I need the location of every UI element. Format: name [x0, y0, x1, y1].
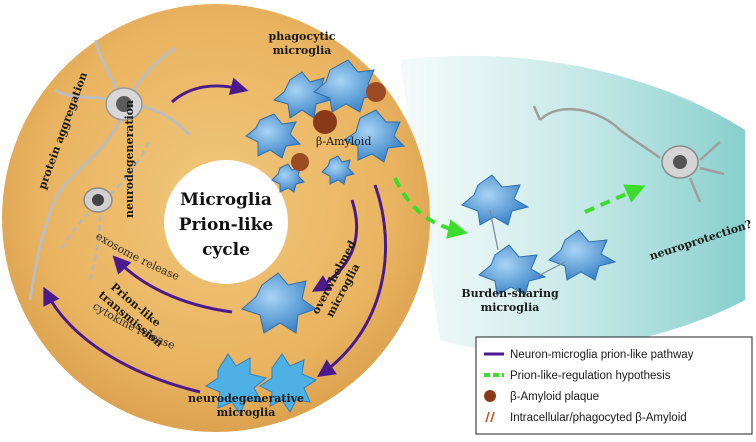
center-title-line3: cycle: [202, 240, 250, 260]
legend-label: Prion-like-regulation hypothesis: [510, 370, 671, 382]
legend: Neuron-microglia prion-like pathwayPrion…: [475, 336, 753, 435]
arrow-to-phagocytic: [171, 77, 249, 104]
legend-items: Neuron-microglia prion-like pathwayPrion…: [484, 349, 694, 424]
phagocytic-microglia-cells: [245, 59, 406, 193]
neuron-degenerating-nucleus: [92, 194, 104, 206]
center-circle: [164, 160, 288, 284]
arrow-to-overwhelmed: [311, 199, 359, 292]
label-neurodegenerative-line2: microglia: [217, 406, 276, 419]
neuron-right: [532, 105, 725, 203]
center-title-line1: Microglia: [180, 190, 272, 210]
legend-fibril-icon: [485, 411, 495, 423]
neuron-right-nucleus: [673, 155, 687, 169]
label-burden-sharing-line2: microglia: [481, 301, 540, 314]
beta-amyloid-plaques: [291, 82, 386, 171]
prion-pathway-arrows: [43, 77, 388, 394]
legend-label: β-Amyloid plaque: [510, 391, 599, 403]
neuroprotection-cone: [400, 55, 745, 352]
arrow-cytokine: [43, 286, 201, 394]
label-phagocytic-line2: microglia: [273, 44, 332, 57]
label-neurodegeneration: neurodegeneration: [123, 100, 136, 218]
label-beta-amyloid: β-Amyloid: [316, 135, 371, 148]
legend-box: [475, 336, 753, 435]
neurodegenerative-microglia-cells: [204, 353, 318, 416]
overwhelmed-microglia-cell: [241, 272, 318, 334]
label-phagocytic-line1: phagocytic: [269, 30, 336, 43]
neuron-top-left-nucleus: [116, 96, 132, 112]
arrow-to-neurodegenerative: [317, 184, 388, 378]
legend-plaque-icon: [484, 390, 496, 402]
legend-label: Intracellular/phagocyted β-Amyloid: [510, 412, 687, 424]
burden-sharing-links: [489, 209, 566, 276]
burden-sharing-microglia-cells: [461, 174, 617, 296]
center-title-line2: Prion-like: [179, 215, 274, 235]
legend-label: Neuron-microglia prion-like pathway: [510, 349, 694, 361]
label-neurodegenerative-line1: neurodegenerative: [188, 392, 304, 405]
arrow-exosome: [112, 255, 233, 314]
label-burden-sharing-line1: Burden-sharing: [461, 287, 559, 300]
